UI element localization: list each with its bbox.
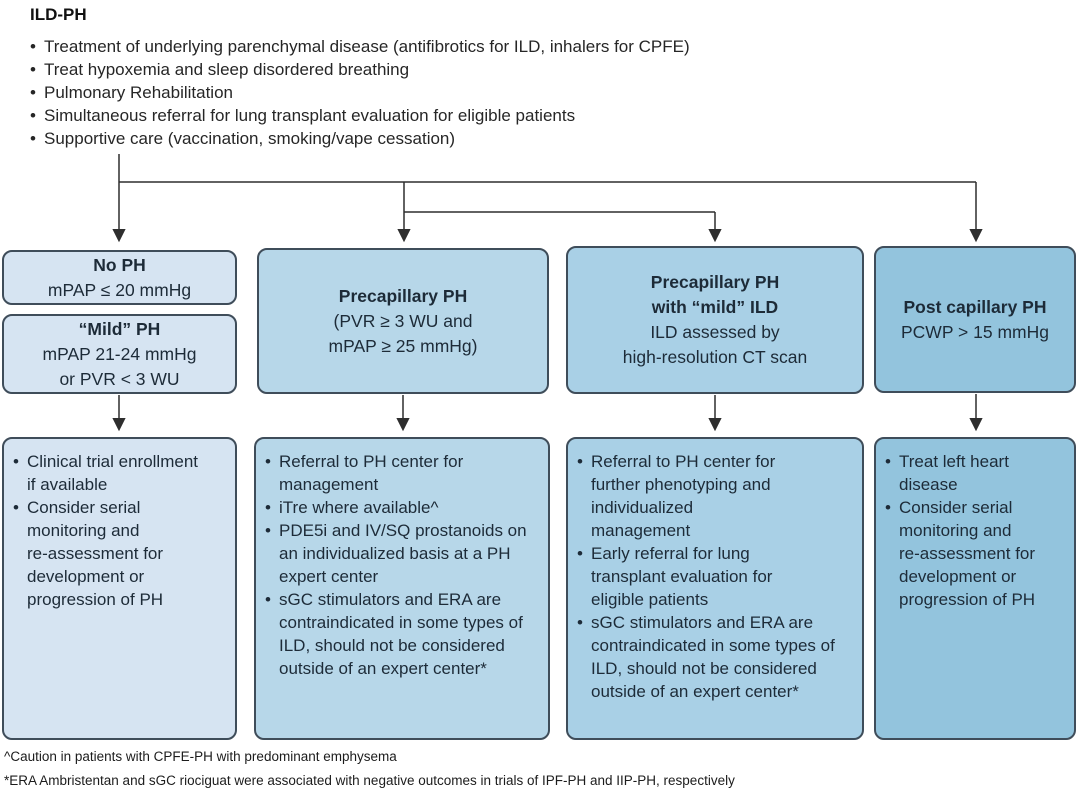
post-capillary-ph-box: Post capillary PH PCWP > 15 mmHg bbox=[874, 246, 1076, 393]
bullet-marker: • bbox=[30, 83, 36, 102]
management-bullet-text: Simultaneous referral for lung transplan… bbox=[44, 106, 576, 125]
list-item: • Treat left heart disease bbox=[885, 450, 1068, 496]
box-title: “Mild” PH bbox=[78, 318, 161, 339]
footnote-era-sgc: *ERA Ambristentan and sGC riociguat were… bbox=[4, 773, 735, 788]
box-detail: PCWP > 15 mmHg bbox=[901, 321, 1049, 342]
box-detail: mPAP 21-24 mmHg or PVR < 3 WU bbox=[42, 343, 197, 389]
bullet-marker: • bbox=[577, 544, 583, 563]
bullet-marker: • bbox=[885, 452, 891, 471]
action-text: Consider serial monitoring and re-assess… bbox=[27, 498, 164, 609]
box-detail: (PVR ≥ 3 WU and mPAP ≥ 25 mmHg) bbox=[328, 310, 478, 356]
action-text: sGC stimulators and ERA are contraindica… bbox=[279, 590, 523, 678]
footnote-caution: ^Caution in patients with CPFE-PH with p… bbox=[4, 749, 397, 764]
action-text: Referral to PH center for further phenot… bbox=[591, 452, 776, 540]
bullet-marker: • bbox=[13, 498, 19, 517]
no-ph-box: No PH mPAP ≤ 20 mmHg bbox=[2, 250, 237, 305]
list-item: • Clinical trial enrollment if available bbox=[13, 450, 229, 496]
bullet-marker: • bbox=[885, 498, 891, 517]
box-title: Post capillary PH bbox=[903, 296, 1047, 317]
box-detail: ILD assessed by high-resolution CT scan bbox=[622, 322, 808, 367]
post-capillary-ph-actions-box: • Treat left heart disease • Consider se… bbox=[874, 437, 1076, 740]
bullet-marker: • bbox=[30, 106, 36, 125]
list-item: • sGC stimulators and ERA are contraindi… bbox=[265, 588, 542, 680]
box-title: Precapillary PH bbox=[338, 285, 468, 306]
bullet-marker: • bbox=[577, 613, 583, 632]
box-detail: mPAP ≤ 20 mmHg bbox=[47, 279, 192, 300]
mild-ph-box: “Mild” PH mPAP 21-24 mmHg or PVR < 3 WU bbox=[2, 314, 237, 394]
action-text: Treat left heart disease bbox=[899, 452, 1009, 494]
action-text: Clinical trial enrollment if available bbox=[27, 452, 199, 494]
bullet-marker: • bbox=[265, 498, 271, 517]
action-text: PDE5i and IV/SQ prostanoids on an indivi… bbox=[279, 521, 527, 586]
list-item: • Referral to PH center for management bbox=[265, 450, 542, 496]
management-bullet-text: Pulmonary Rehabilitation bbox=[44, 83, 233, 102]
action-text: sGC stimulators and ERA are contraindica… bbox=[591, 613, 835, 701]
action-text: Consider serial monitoring and re-assess… bbox=[899, 498, 1036, 609]
list-item: • sGC stimulators and ERA are contraindi… bbox=[577, 611, 856, 703]
action-text: iTre where available^ bbox=[279, 498, 439, 517]
precapillary-ph-box: Precapillary PH (PVR ≥ 3 WU and mPAP ≥ 2… bbox=[257, 248, 549, 394]
list-item: • Referral to PH center for further phen… bbox=[577, 450, 856, 542]
action-text: Referral to PH center for management bbox=[279, 452, 464, 494]
list-item: • Treatment of underlying parenchymal di… bbox=[30, 35, 1050, 58]
list-item: • iTre where available^ bbox=[265, 496, 542, 519]
page-title: ILD-PH bbox=[30, 5, 87, 24]
box-title: Precapillary PH with “mild” ILD bbox=[650, 272, 780, 317]
list-item: • Supportive care (vaccination, smoking/… bbox=[30, 127, 1050, 150]
precapillary-ph-mild-ild-actions-box: • Referral to PH center for further phen… bbox=[566, 437, 864, 740]
management-bullet-text: Treatment of underlying parenchymal dise… bbox=[44, 37, 690, 56]
box-title: No PH bbox=[93, 254, 146, 275]
bullet-marker: • bbox=[13, 452, 19, 471]
general-management-list: • Treatment of underlying parenchymal di… bbox=[30, 35, 1050, 150]
bullet-marker: • bbox=[265, 590, 271, 609]
list-item: • Consider serial monitoring and re-asse… bbox=[885, 496, 1068, 611]
bullet-marker: • bbox=[30, 37, 36, 56]
management-bullet-text: Treat hypoxemia and sleep disordered bre… bbox=[44, 60, 410, 79]
management-bullet-text: Supportive care (vaccination, smoking/va… bbox=[44, 129, 456, 148]
precapillary-ph-mild-ild-box: Precapillary PH with “mild” ILD ILD asse… bbox=[566, 246, 864, 394]
bullet-marker: • bbox=[265, 521, 271, 540]
action-text: Early referral for lung transplant evalu… bbox=[591, 544, 773, 609]
list-item: • Consider serial monitoring and re-asse… bbox=[13, 496, 229, 611]
list-item: • Pulmonary Rehabilitation bbox=[30, 81, 1050, 104]
precapillary-ph-actions-box: • Referral to PH center for management •… bbox=[254, 437, 550, 740]
list-item: • Treat hypoxemia and sleep disordered b… bbox=[30, 58, 1050, 81]
bullet-marker: • bbox=[265, 452, 271, 471]
no-mild-ph-actions-box: • Clinical trial enrollment if available… bbox=[2, 437, 237, 740]
bullet-marker: • bbox=[577, 452, 583, 471]
bullet-marker: • bbox=[30, 129, 36, 148]
bullet-marker: • bbox=[30, 60, 36, 79]
list-item: • Early referral for lung transplant eva… bbox=[577, 542, 856, 611]
list-item: • Simultaneous referral for lung transpl… bbox=[30, 104, 1050, 127]
list-item: • PDE5i and IV/SQ prostanoids on an indi… bbox=[265, 519, 542, 588]
